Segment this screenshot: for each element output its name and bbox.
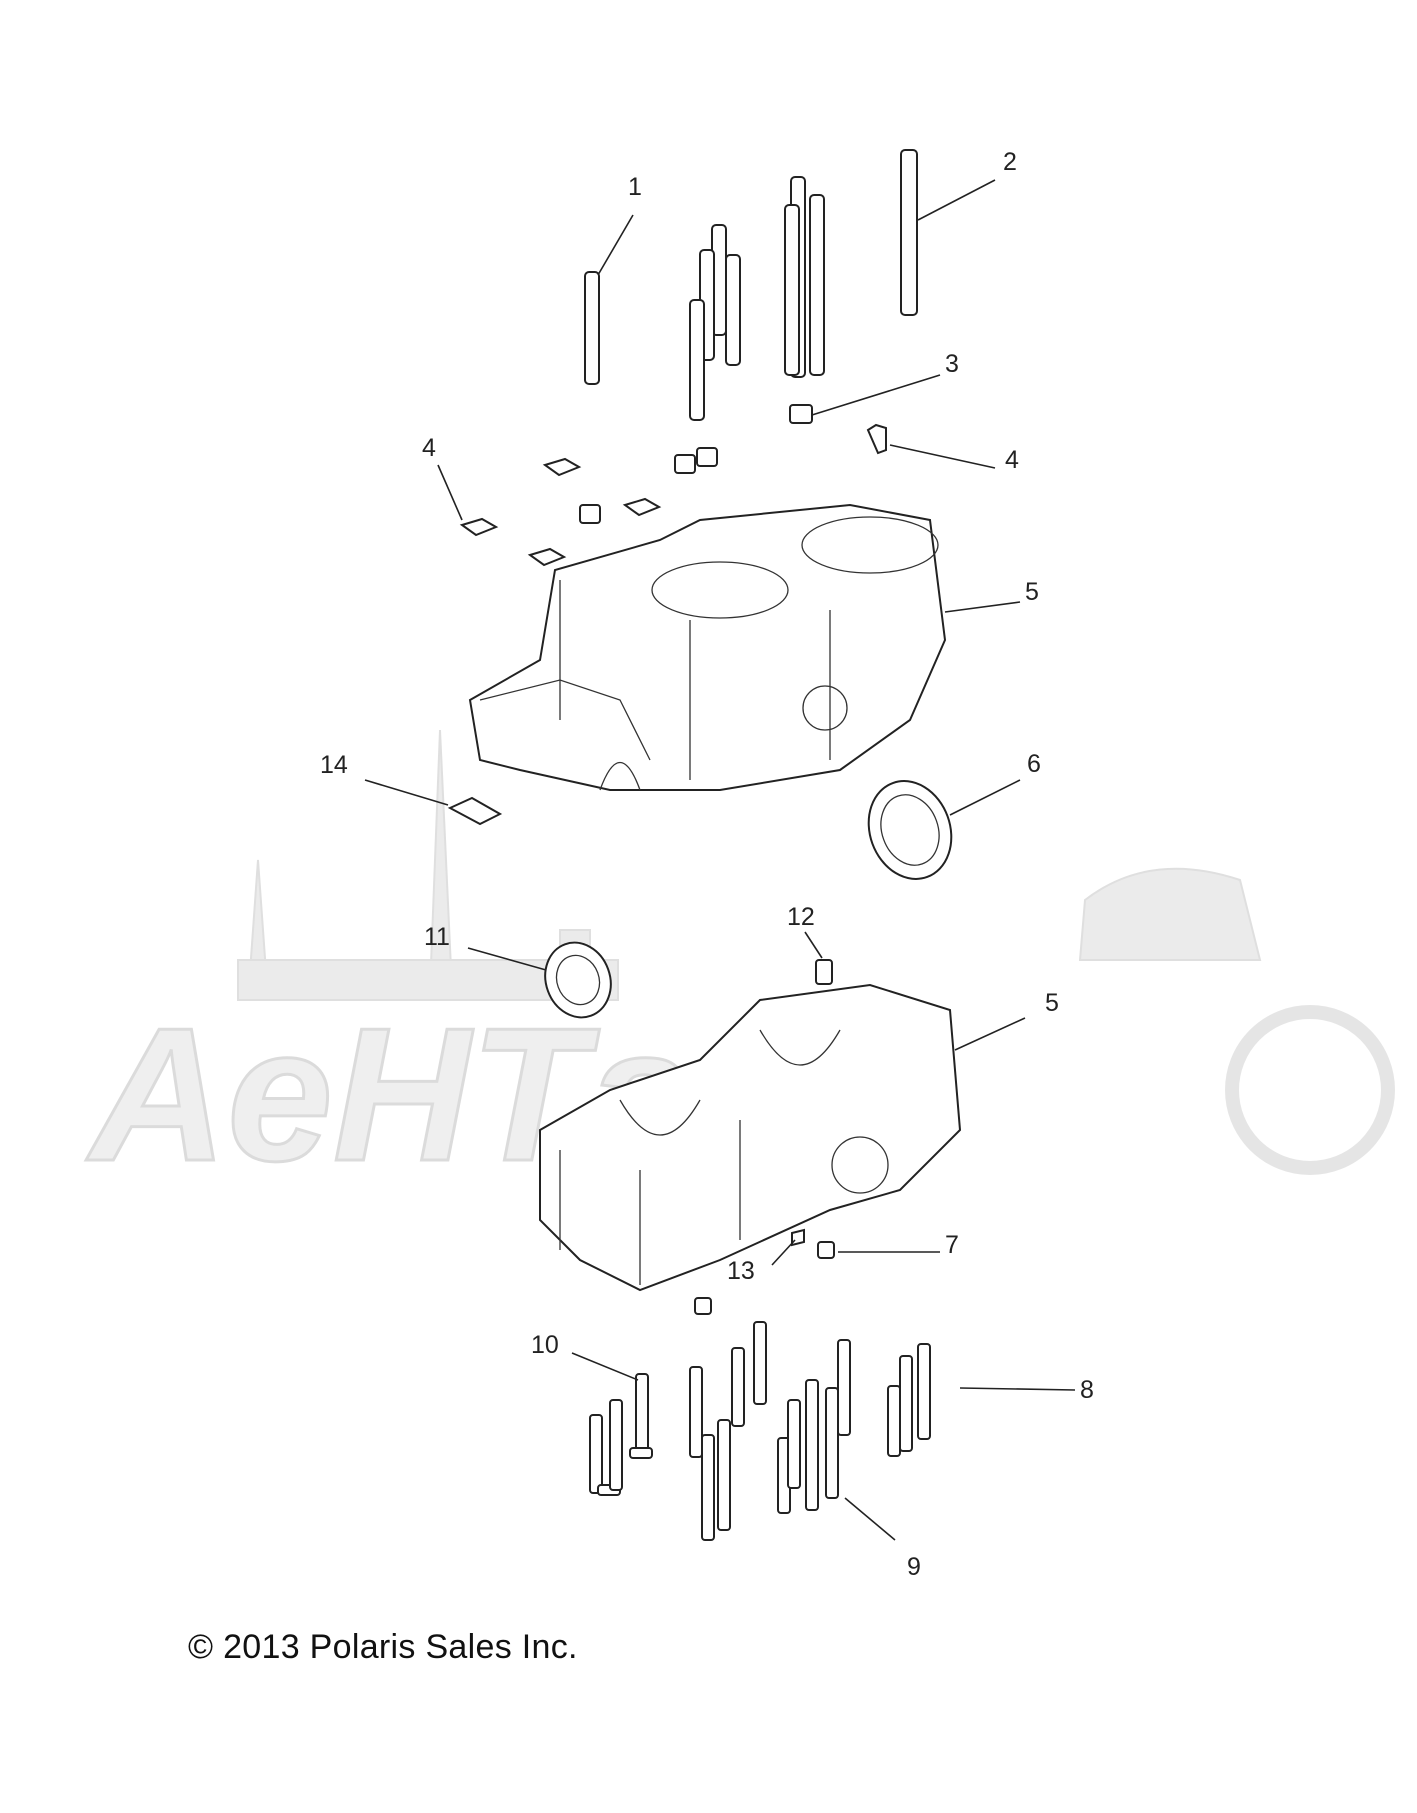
studs-short (584, 224, 741, 421)
callout-4a: 4 (422, 434, 436, 462)
dowel-12 (815, 959, 833, 985)
studs-long (784, 149, 918, 378)
callout-2: 2 (1003, 148, 1017, 176)
callout-13: 13 (727, 1257, 755, 1285)
callout-9: 9 (907, 1553, 921, 1581)
upper-crankcase (468, 503, 947, 791)
clip (447, 796, 503, 826)
callout-5a: 5 (1025, 578, 1039, 606)
callout-12: 12 (787, 903, 815, 931)
callout-10: 10 (531, 1331, 559, 1359)
watermark: AeHТаm (85, 729, 1395, 1203)
callout-7: 7 (945, 1231, 959, 1259)
callout-1: 1 (628, 173, 642, 201)
copyright-notice: © 2013 Polaris Sales Inc. (188, 1628, 578, 1666)
seal-large (867, 780, 953, 880)
callout-4b: 4 (1005, 446, 1019, 474)
callout-14: 14 (320, 751, 348, 779)
callout-5b: 5 (1045, 989, 1059, 1017)
dowels-top (459, 404, 887, 567)
callout-3: 3 (945, 350, 959, 378)
callout-6: 6 (1027, 750, 1041, 778)
bolts (589, 1321, 931, 1541)
callout-8: 8 (1080, 1376, 1094, 1404)
dowels-bottom (694, 1228, 835, 1315)
callout-labels: 1 2 3 4 4 5 6 14 11 12 5 7 13 10 8 9 (320, 148, 1094, 1581)
seal-small (544, 941, 612, 1019)
leader-lines (364, 179, 1076, 1541)
callout-11: 11 (424, 923, 450, 951)
lower-crankcase (539, 983, 962, 1292)
